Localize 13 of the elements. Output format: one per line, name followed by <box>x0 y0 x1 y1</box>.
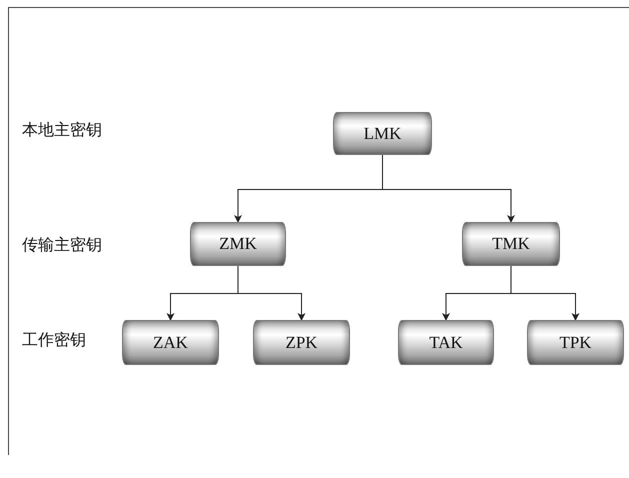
level-label: 本地主密钥 <box>22 120 102 141</box>
arrow <box>382 154 515 223</box>
key-box: TAK <box>398 320 494 365</box>
level-label: 工作密钥 <box>22 330 86 351</box>
arrow <box>510 266 580 321</box>
key-box: LMK <box>333 112 432 155</box>
level-label: 传输主密钥 <box>22 235 102 256</box>
key-box: TMK <box>462 222 560 266</box>
arrow <box>238 266 306 321</box>
key-box: ZMK <box>190 222 286 266</box>
key-box: ZPK <box>253 320 350 365</box>
key-box: TPK <box>527 320 624 365</box>
key-box: ZAK <box>122 320 219 365</box>
